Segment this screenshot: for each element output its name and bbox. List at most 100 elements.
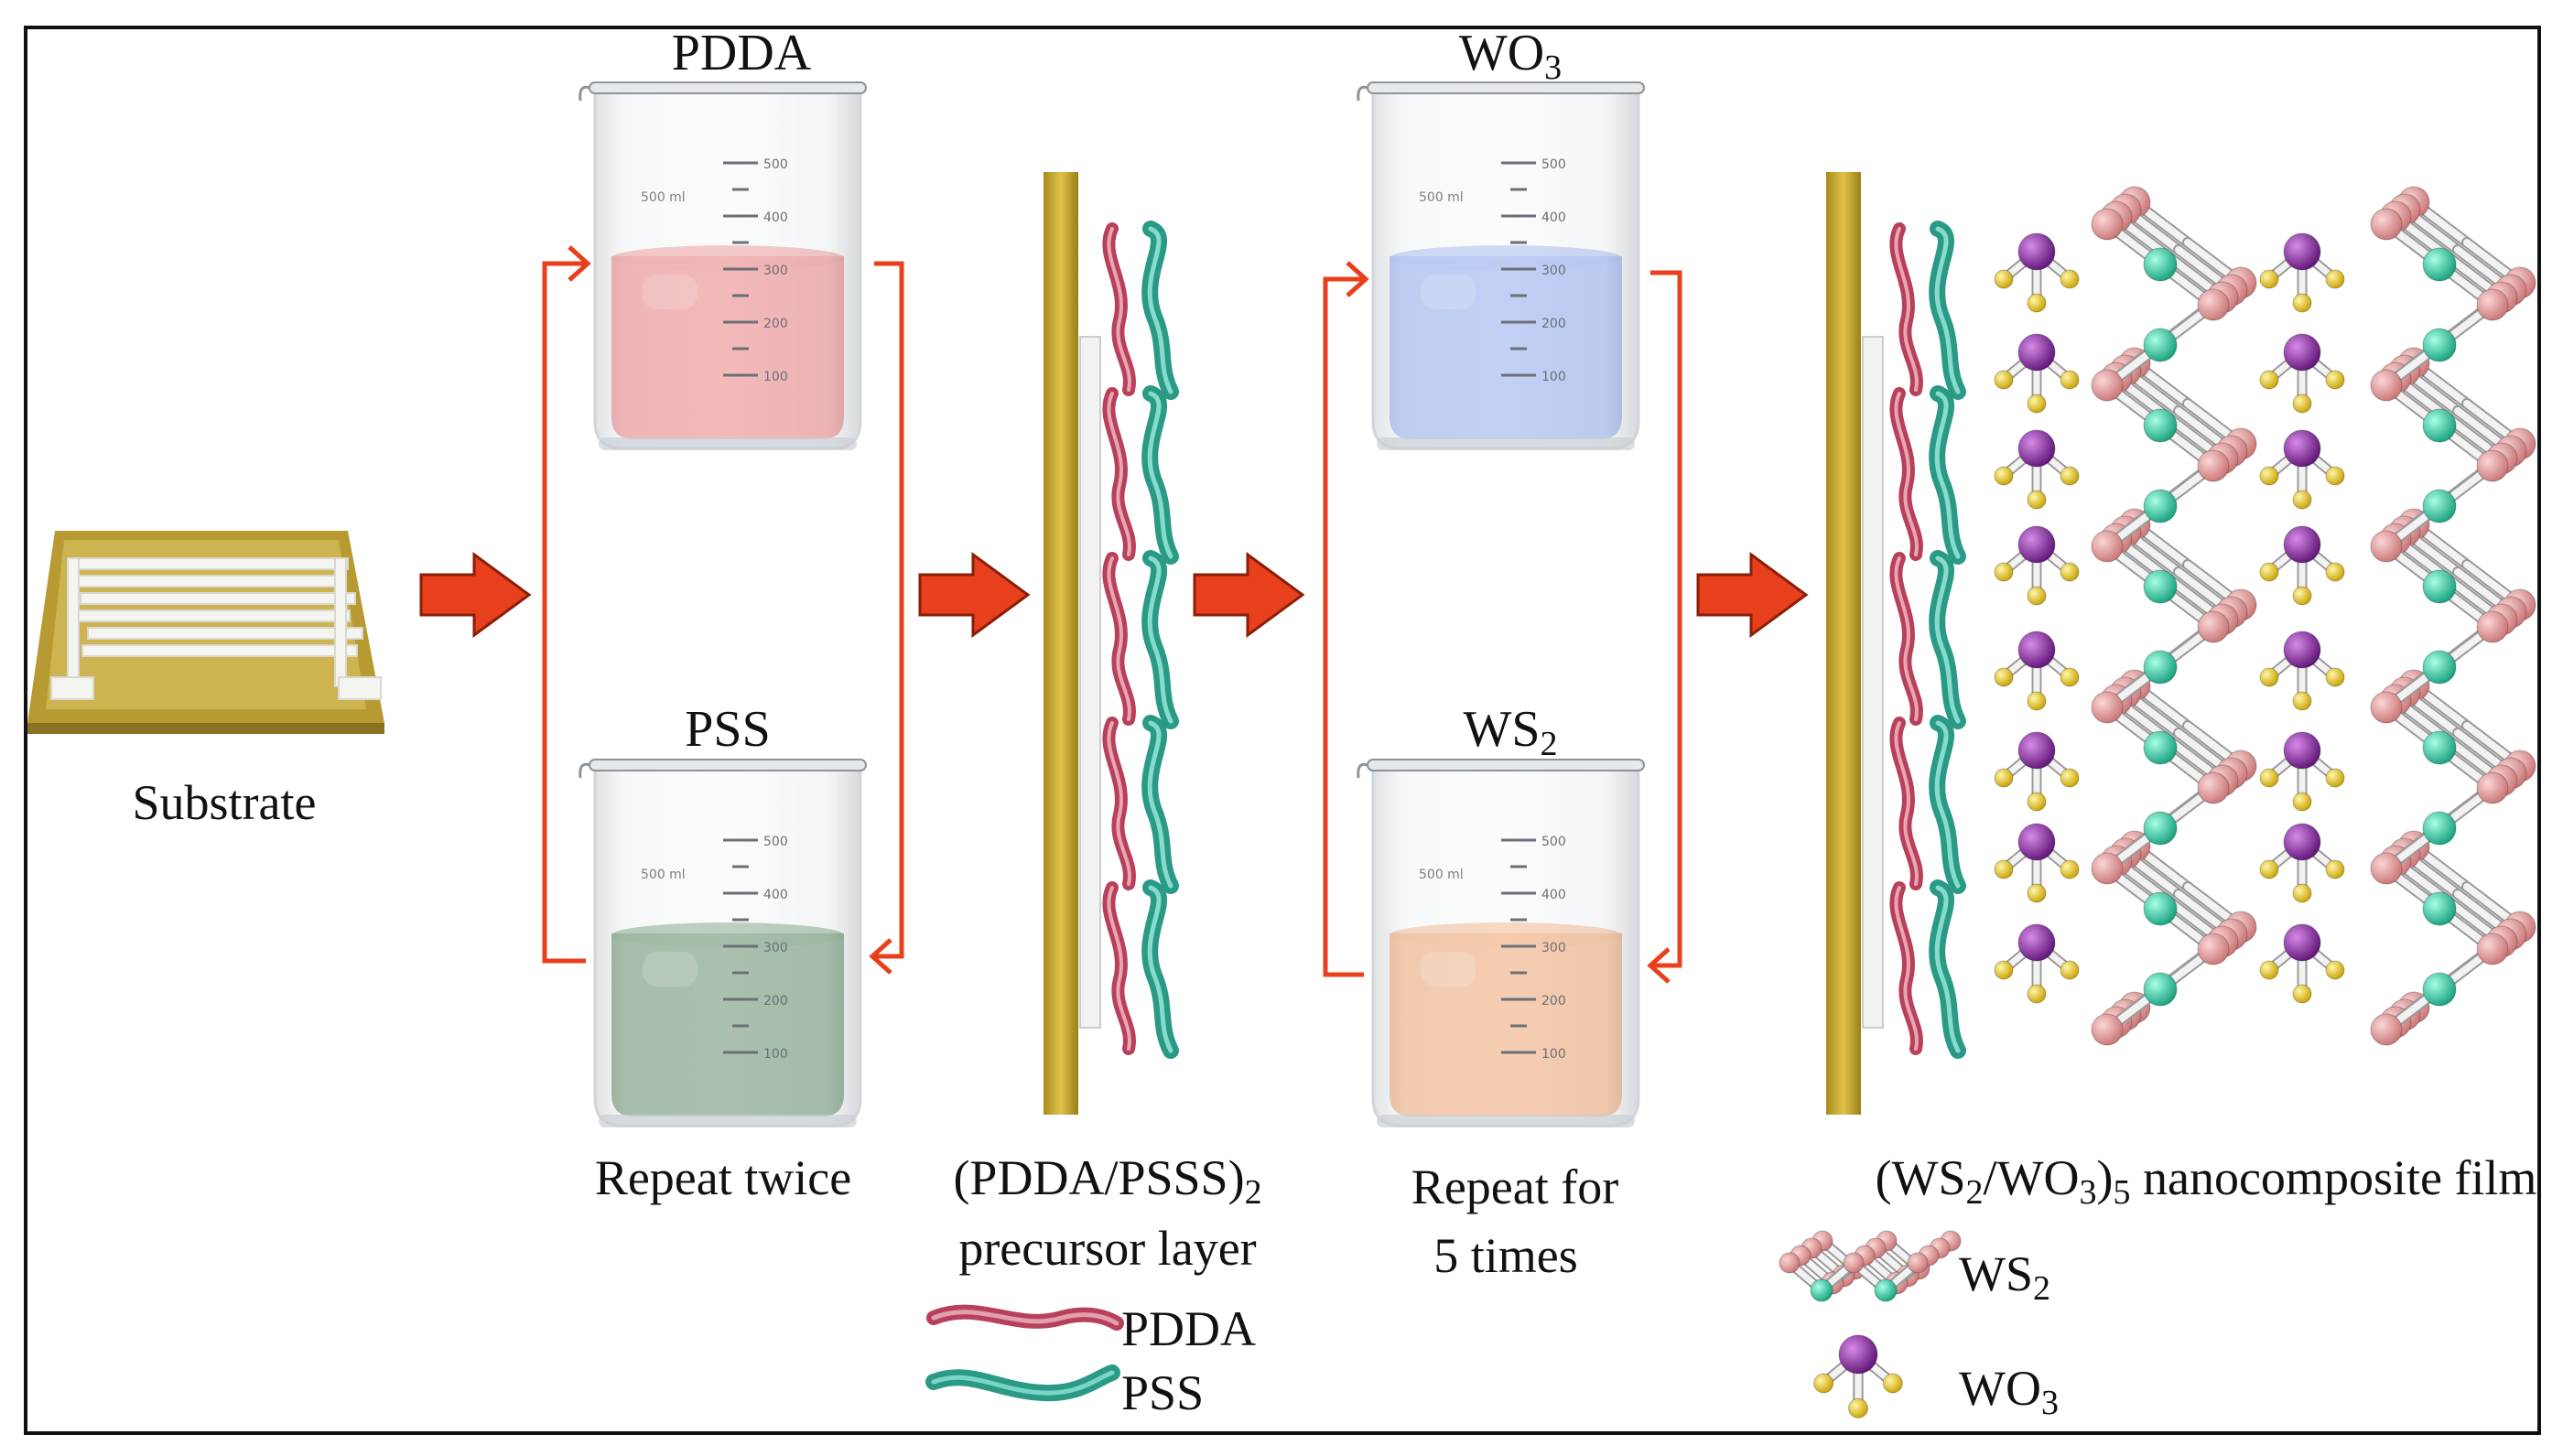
oxygen-atom [2027,490,2047,510]
wo3-unit [1994,731,2080,812]
wo3-unit [2259,923,2345,1004]
oxygen-atom [2060,562,2080,582]
oxygen-atom [1994,667,2014,687]
tungsten-atom [2422,328,2457,362]
loop-arrowheads [568,245,1671,984]
oxygen-atom [1994,466,2014,486]
tungsten-atom [2422,489,2457,523]
oxygen-atom [1994,370,2014,390]
sulfur-atom [2370,1013,2403,1046]
svg-text:300: 300 [763,264,788,278]
oxygen-atom [2060,370,2080,390]
oxygen-atom [2027,883,2047,903]
tungsten-atom [2422,247,2457,282]
sulfur-atom [2197,449,2230,482]
oxygen-atom [2325,269,2345,289]
film-plate [1826,172,1884,1115]
tungsten-atom [2143,730,2178,765]
oxygen-atom [2292,586,2312,606]
tungsten-atom [2143,569,2178,604]
tungsten-oxide-atom [1838,1334,1878,1375]
svg-text:500 ml: 500 ml [641,868,686,882]
sulfur-atom [2091,691,2124,724]
svg-text:200: 200 [763,994,788,1008]
sulfur-atom [2370,530,2403,563]
legend-pss-strand [925,1364,1120,1402]
pss-beaker-title: PSS [685,701,770,758]
tungsten-oxide-atom [2283,525,2321,564]
oxygen-atom [2060,960,2080,980]
tungsten-oxide-atom [2283,731,2321,770]
oxygen-atom [2027,984,2047,1004]
tungsten-atom [2143,972,2178,1007]
sulfur-atom [2476,288,2509,321]
wo3-unit [2259,232,2345,313]
repeat-five-label-line2: 5 times [1433,1228,1578,1283]
oxygen-atom [1848,1397,1868,1418]
oxygen-atom [2060,269,2080,289]
wo3-unit [1994,631,2080,711]
legend-atom [1907,1252,1929,1274]
wo3-unit [2259,333,2345,414]
process-arrow-1 [419,552,532,638]
tungsten-oxide-atom [2283,429,2321,468]
tungsten-atom [2422,891,2457,926]
oxygen-atom [2292,490,2312,510]
oxygen-atom [2292,394,2312,414]
sulfur-atom [2370,852,2403,885]
repeat-twice-label: Repeat twice [595,1150,851,1205]
oxygen-atom [2259,667,2279,687]
tungsten-oxide-atom [2017,823,2056,861]
ws2-beaker-title: WS2 [1464,701,1558,763]
figure-frame [24,26,2541,1435]
svg-text:500 ml: 500 ml [641,190,686,205]
tungsten-atom [2422,972,2457,1007]
substrate-electrode [27,531,384,734]
sulfur-atom [2091,1013,2124,1046]
wo3-unit [1994,823,2080,903]
svg-text:500 ml: 500 ml [1419,190,1464,205]
wo3-unit [1994,232,2080,313]
svg-text:200: 200 [1541,317,1566,331]
wo3-unit [1994,333,2080,414]
svg-text:300: 300 [1541,264,1566,278]
tungsten-atom [2422,650,2457,685]
oxygen-atom [1994,960,2014,980]
oxygen-atom [2259,768,2279,788]
sulfur-atom [2197,610,2230,643]
process-arrow-3 [1193,552,1305,638]
svg-text:300: 300 [763,941,788,955]
tungsten-atom [2143,328,2178,362]
oxygen-atom [2292,691,2312,711]
film-label: (WS2/WO3)5 nanocomposite film [1876,1150,2537,1212]
wo3-unit [2259,429,2345,510]
tungsten-oxide-atom [2017,631,2056,669]
sulfur-atom [2197,288,2230,321]
oxygen-atom [1994,269,2014,289]
legend-atom [1874,1278,1898,1302]
sulfur-atom [2476,610,2509,643]
sulfur-atom [2197,771,2230,804]
oxygen-atom [2060,859,2080,879]
film-strands [1889,221,1966,1059]
svg-text:100: 100 [1541,1047,1566,1062]
precursor-label-line1: (PDDA/PSSS)2 [953,1150,1261,1212]
wo3-units [1994,232,2345,1004]
legend-pdda-strand [926,1304,1124,1331]
svg-text:100: 100 [763,1047,788,1062]
oxygen-atom [2060,667,2080,687]
oxygen-atom [2027,293,2047,313]
ws2-layers [2091,186,2536,1046]
svg-text:500: 500 [1541,835,1566,849]
precursor-label-line2: precursor layer [958,1221,1256,1276]
svg-text:100: 100 [1541,370,1566,384]
tungsten-atom [2143,811,2178,846]
tungsten-atom [2422,569,2457,604]
tungsten-atom [2422,730,2457,765]
sulfur-atom [2476,933,2509,965]
loop-arrows [542,261,1682,977]
tungsten-oxide-atom [2017,525,2056,564]
